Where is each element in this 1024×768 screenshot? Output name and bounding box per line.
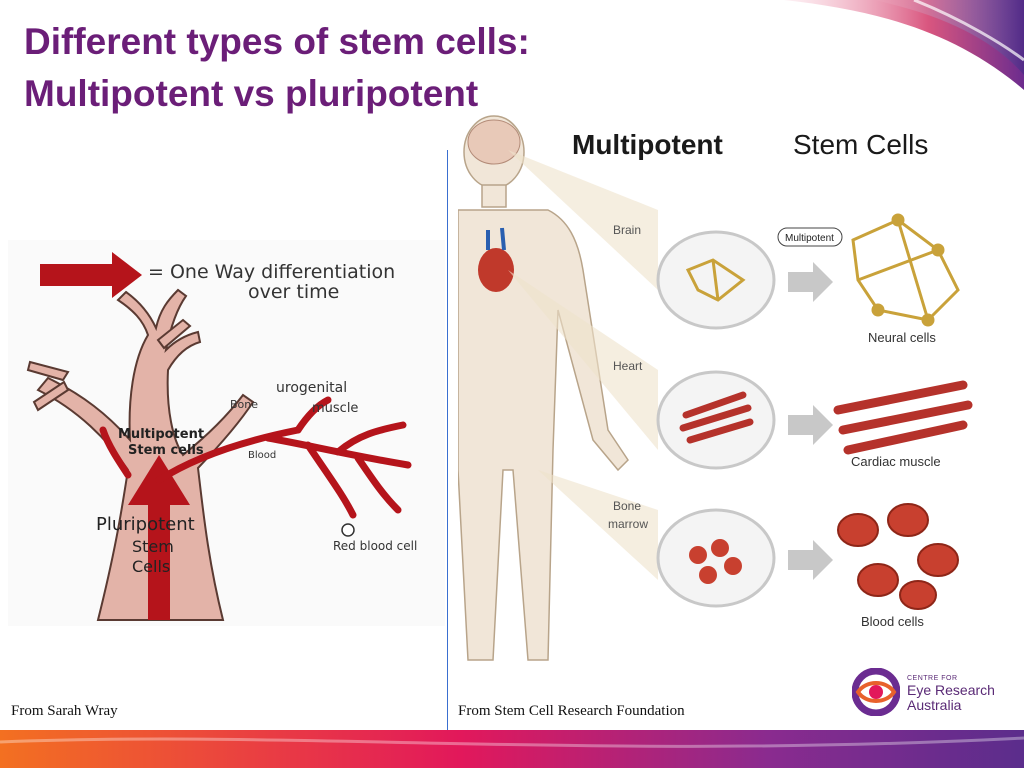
- source-label-bone: Bone: [613, 499, 641, 513]
- output-label-cardiac-muscle: Cardiac muscle: [851, 454, 941, 469]
- output-label-blood-cells: Blood cells: [861, 614, 924, 629]
- diagram-heading-regular: Stem Cells: [793, 129, 928, 160]
- label-red-blood-cell: Red blood cell: [333, 539, 417, 553]
- source-label-brain: Brain: [613, 223, 641, 237]
- logo-wordmark: CENTRE FOR Eye Research Australia: [907, 674, 995, 713]
- multipotent-badge-label: Multipotent: [785, 233, 834, 244]
- label-pluripotent-line-1: Pluripotent: [96, 514, 195, 535]
- legend-arrow-icon: [40, 252, 142, 298]
- column-divider: [447, 150, 448, 768]
- slide-title-line-2: Multipotent vs pluripotent: [24, 73, 479, 114]
- heart-icon: [478, 227, 514, 292]
- legend-text-line-2: over time: [248, 281, 339, 303]
- slide-title-line-1: Different types of stem cells:: [24, 21, 530, 62]
- caption-left: From Sarah Wray: [11, 703, 118, 719]
- label-blood: Blood: [248, 450, 276, 461]
- multipotent-stem-cells-diagram: Multipotent Stem Cells Brain Heart Bone …: [458, 115, 973, 661]
- petri-dish-marrow: [656, 508, 776, 608]
- multipotent-badge: [777, 227, 843, 247]
- legend-text-line-1: = One Way differentiation: [148, 261, 395, 283]
- ceraa-logo: CENTRE FOR Eye Research Australia: [852, 668, 1012, 720]
- label-muscle: muscle: [312, 401, 358, 416]
- brain-cone: [508, 150, 658, 290]
- logo-small-text: CENTRE FOR: [907, 675, 958, 682]
- logo-line-2: Australia: [907, 697, 962, 713]
- output-label-neural-cells: Neural cells: [868, 330, 936, 345]
- differentiation-arrows: [788, 262, 833, 580]
- marrow-cone: [538, 470, 658, 580]
- blood-cells-illustration: [837, 503, 959, 610]
- petri-dish-heart: [656, 370, 776, 470]
- slide-title: Different types of stem cells: Multipote…: [24, 16, 724, 120]
- heart-cone: [508, 270, 658, 450]
- caption-right: From Stem Cell Research Foundation: [458, 703, 685, 719]
- multipotent-branches: [99, 396, 412, 519]
- bottom-gradient-bar: [0, 730, 1024, 768]
- label-multipotent-line-2: Stem cells: [128, 443, 204, 458]
- neural-cells-illustration: [851, 213, 960, 327]
- label-pluripotent-line-2: Stem: [132, 537, 174, 556]
- logo-line-1: Eye Research: [907, 682, 995, 698]
- diagram-heading-bold: Multipotent: [572, 129, 723, 160]
- tree-trunk: [26, 288, 255, 621]
- eye-logo-icon: [852, 668, 900, 716]
- source-label-marrow: marrow: [608, 517, 648, 531]
- corner-swoosh-decoration: [784, 0, 1024, 90]
- cardiac-muscle-illustration: [833, 380, 973, 455]
- label-urogenital: urogenital: [276, 380, 347, 396]
- brain-icon: [467, 119, 521, 165]
- label-bone: Bone: [230, 398, 258, 411]
- label-pluripotent-line-3: Cells: [132, 557, 170, 576]
- pluripotent-tree-drawing: = One Way differentiation over time urog…: [8, 240, 445, 626]
- label-multipotent-line-1: Multipotent: [118, 427, 204, 442]
- red-blood-cell-icon: [341, 523, 355, 537]
- petri-dish-brain: [656, 230, 776, 330]
- source-label-heart: Heart: [613, 359, 643, 373]
